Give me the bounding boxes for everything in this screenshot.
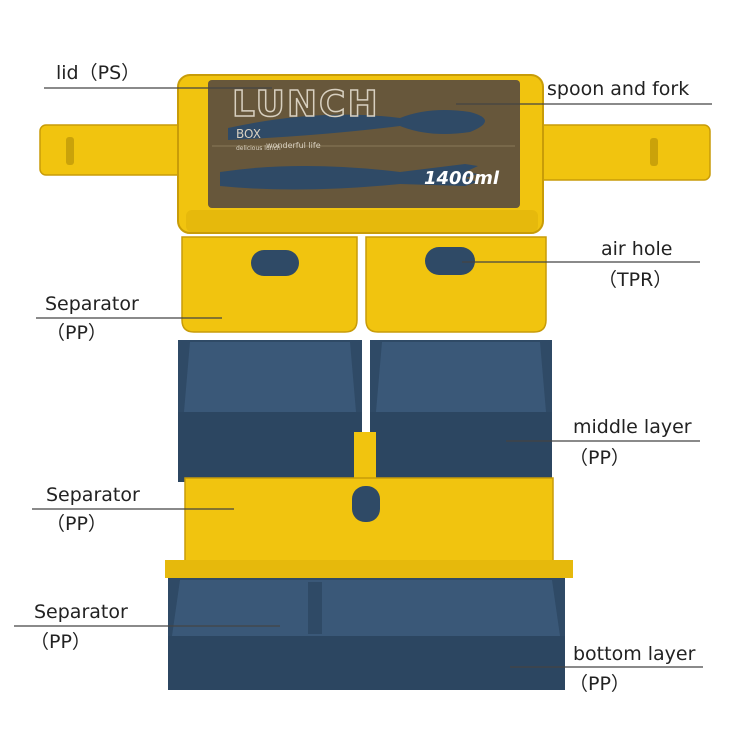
separator-middle-label: Separator: [46, 484, 140, 506]
left-clip-slot: [66, 137, 74, 165]
capacity-text: 1400ml: [424, 168, 500, 189]
air-hole-left: [251, 250, 299, 276]
lid-small-text: delicious lunch: [236, 145, 281, 152]
bottom-divider: [308, 582, 322, 634]
lid-tagline-text: wonderful life: [266, 141, 321, 150]
right-clip: [529, 124, 711, 181]
spoon-fork-label: spoon and fork: [547, 78, 690, 100]
left-clip: [39, 124, 186, 176]
fork: [220, 164, 478, 190]
separator-middle-material-label: （PP）: [46, 513, 107, 535]
spoon: [228, 110, 485, 140]
separator-top-label: Separator: [45, 293, 139, 315]
lid-brand-text: LUNCH: [232, 84, 380, 125]
separator-top-material-label: （PP）: [46, 322, 107, 344]
bottom-layer-label: bottom layer: [573, 643, 696, 665]
right-clip-slot: [650, 138, 658, 166]
bottom-layer-material-label: （PP）: [569, 673, 630, 695]
leader-lines: [14, 87, 712, 668]
top-separators: [181, 236, 547, 333]
middle-layer-material-label: （PP）: [569, 447, 630, 469]
separator-bottom-material-label: （PP）: [30, 631, 91, 653]
bottom-layer: [168, 578, 565, 690]
lid-label: lid（PS）: [56, 62, 141, 84]
air-hole-label: air hole: [601, 238, 673, 260]
right-separator: [365, 236, 547, 333]
middle-layer-label: middle layer: [573, 416, 692, 438]
separator-bottom-label: Separator: [34, 601, 128, 623]
air-hole-material-label: （TPR）: [598, 269, 673, 291]
lid: LUNCH BOX delicious lunch wonderful life…: [39, 74, 711, 234]
lid-sub-text: BOX: [236, 127, 261, 141]
left-separator: [181, 236, 358, 333]
air-hole-right: [425, 247, 475, 275]
middle-layer: [178, 340, 552, 487]
air-hole-middle: [352, 486, 380, 522]
middle-separator: [165, 477, 573, 578]
